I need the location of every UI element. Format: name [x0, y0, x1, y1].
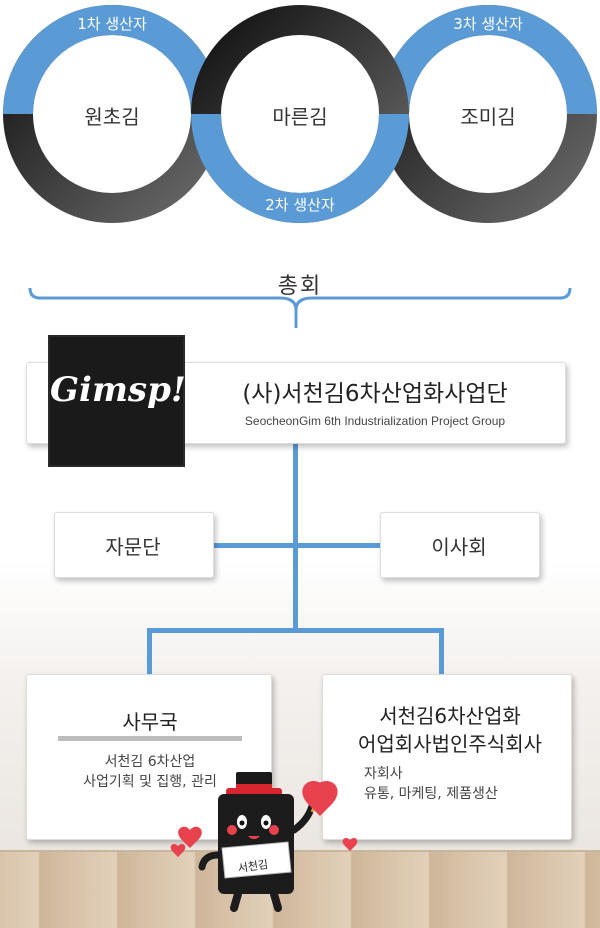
board-label: 이사회 [431, 535, 487, 559]
secretariat-title: 사무국 [122, 710, 178, 734]
connector-side-horizontal [210, 543, 382, 548]
corporation-box [322, 674, 572, 840]
corporation-title-line-2: 어업회사법인주식회사 [358, 732, 542, 756]
heart-icon [178, 826, 202, 848]
product-dried-laver: 마른김 [272, 105, 328, 129]
main-organization-subtitle: SeocheonGim 6th Industrialization Projec… [244, 414, 506, 428]
stage-3-label: 3차 생산자 [453, 15, 523, 33]
advisory-box [54, 512, 214, 578]
corporation-title: 서천김6차산업화 어업회사법인주식회사 [330, 702, 570, 758]
stage-2-label: 2차 생산자 [265, 196, 335, 214]
general-meeting-label: 총회 [277, 274, 323, 299]
secretariat-desc-line-1: 서천김 6차산업 [104, 754, 196, 770]
gimsp-logo [50, 337, 183, 465]
product-seasoned-laver: 조미김 [460, 105, 516, 129]
main-organization-title: (사)서천김6차산업화사업단 [242, 381, 508, 407]
cycle-rings [3, 5, 597, 223]
corporation-desc-line-1: 자회사 [364, 766, 403, 782]
secretariat-description: 서천김 6차산업 사업기획 및 집행, 관리 [30, 752, 270, 792]
seaweed-mascot-icon [170, 772, 358, 912]
wooden-floor [0, 850, 600, 928]
producer-cycle-diagram: 원초김 마른김 조미김 1차 생산자 2차 생산자 3차 생산자 [0, 0, 600, 230]
secretariat-desc-line-2: 사업기획 및 집행, 관리 [83, 774, 217, 790]
connector-to-corporation [439, 628, 444, 676]
ring-2 [191, 5, 409, 223]
advisory-label: 자문단 [105, 535, 161, 559]
heart-icon [342, 837, 358, 851]
stage-1-label: 1차 생산자 [77, 15, 147, 33]
heart-icon [170, 843, 186, 857]
connector-bottom-horizontal [147, 628, 444, 633]
general-meeting-brace [28, 287, 572, 328]
connector-to-secretariat [147, 628, 152, 676]
corporation-title-line-1: 서천김6차산업화 [379, 704, 521, 728]
connector-vertical-main [293, 440, 298, 630]
product-raw-laver: 원초김 [84, 105, 140, 129]
corporation-desc-line-2: 유통, 마케팅, 제품생산 [364, 786, 498, 802]
board-box [380, 512, 540, 578]
corporation-description: 자회사 유통, 마케팅, 제품생산 [364, 764, 564, 804]
secretariat-divider [58, 736, 242, 741]
gimsp-logo-text: Gimsp! [50, 370, 186, 410]
